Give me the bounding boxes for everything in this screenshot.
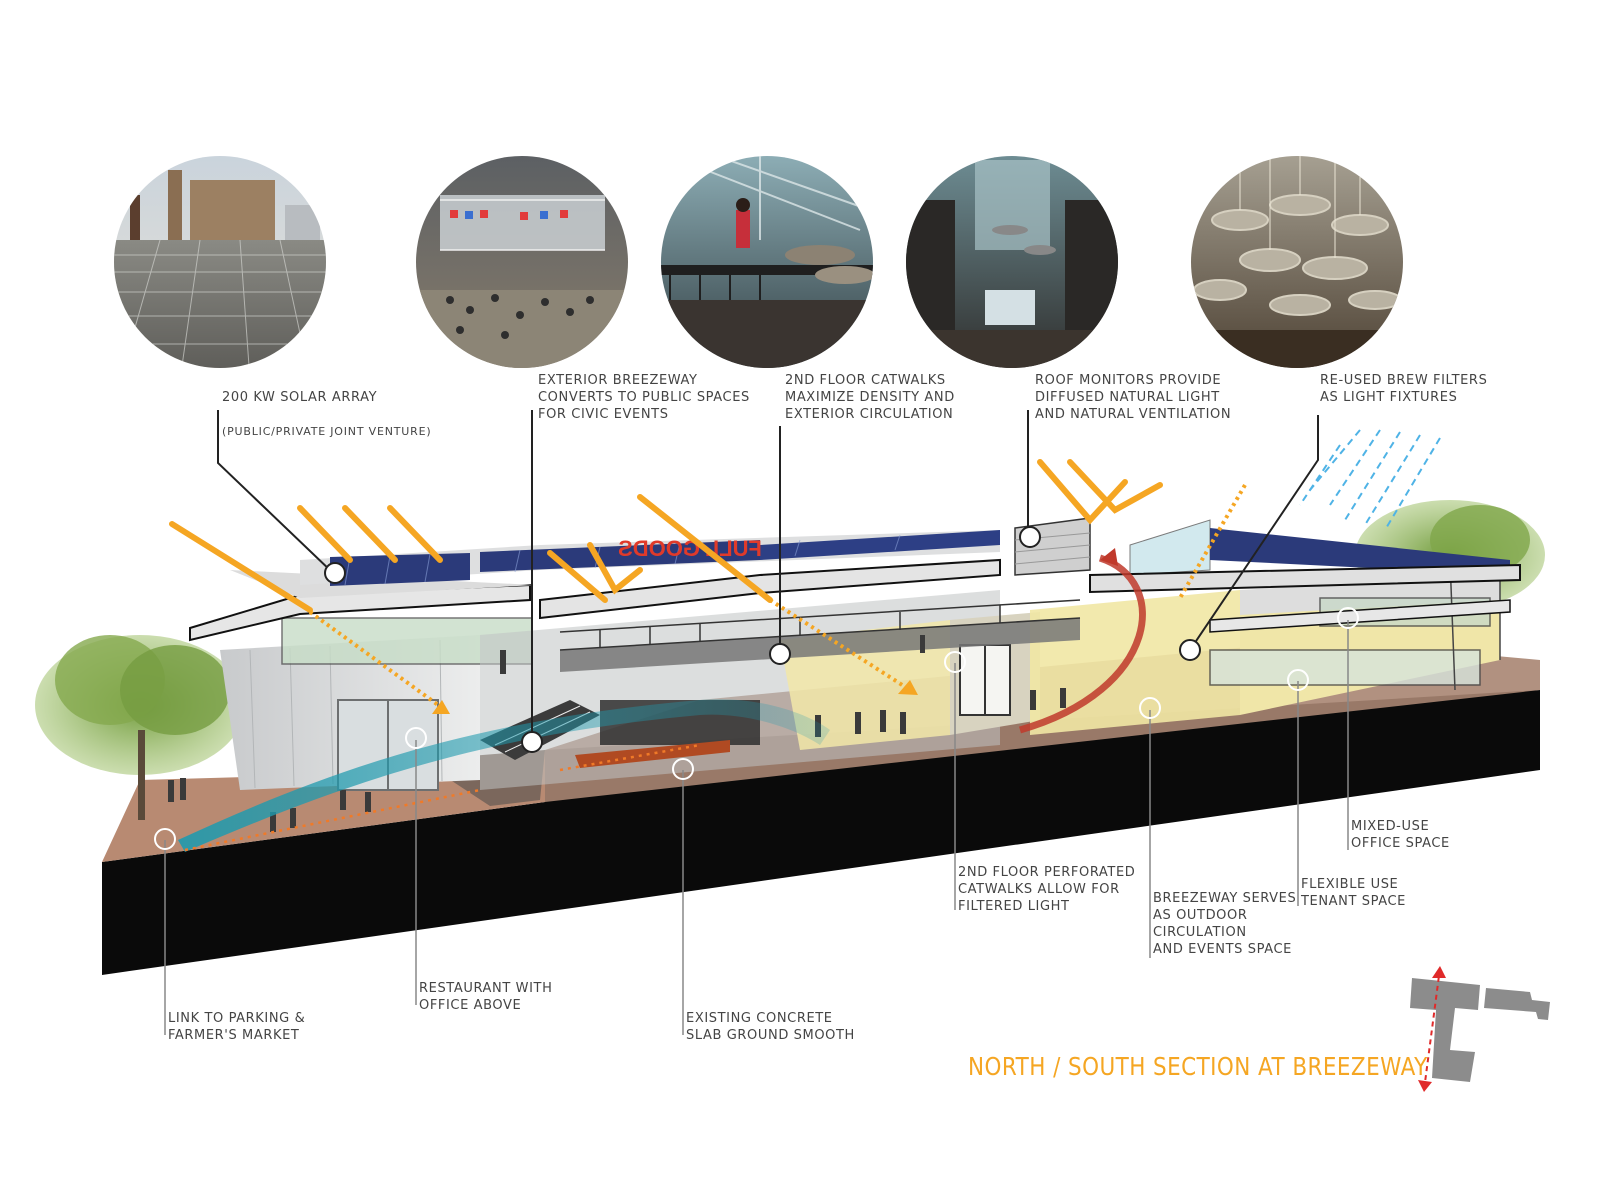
airflow-teal bbox=[178, 699, 830, 852]
callout-tenant-space: FLEXIBLE USE TENANT SPACE bbox=[1301, 877, 1406, 909]
callout-solar-array-subtitle: (PUBLIC/PRIVATE JOINT VENTURE) bbox=[222, 425, 432, 438]
rain bbox=[1299, 429, 1441, 531]
leader-lines-bottom bbox=[164, 620, 1349, 1035]
diagram-title: NORTH / SOUTH SECTION AT BREEZEWAY bbox=[968, 1052, 1428, 1081]
leader-lines-top bbox=[217, 410, 1319, 740]
sun-rays bbox=[169, 459, 1163, 613]
callout-parking-link: LINK TO PARKING & FARMER'S MARKET bbox=[168, 1011, 306, 1043]
callout-perforated-catwalks: 2ND FLOOR PERFORATED CATWALKS ALLOW FOR … bbox=[958, 865, 1136, 914]
leader-markers-bottom bbox=[154, 607, 1359, 850]
airflow-dotted bbox=[184, 743, 701, 852]
photo-brew-filters bbox=[1191, 156, 1403, 368]
callout-brew-filters: RE-USED BREW FILTERS AS LIGHT FIXTURES bbox=[1320, 373, 1488, 405]
photo-roof-monitors bbox=[906, 156, 1118, 368]
callout-solar-array-title: 200 KW SOLAR ARRAY bbox=[222, 390, 378, 405]
callout-catwalks: 2ND FLOOR CATWALKS MAXIMIZE DENSITY AND … bbox=[785, 373, 955, 422]
callout-roof-monitors: ROOF MONITORS PROVIDE DIFFUSED NATURAL L… bbox=[1035, 373, 1232, 422]
photo-solar-array bbox=[114, 156, 326, 368]
callout-concrete-slab: EXISTING CONCRETE SLAB GROUND SMOOTH bbox=[686, 1011, 855, 1043]
photo-catwalk bbox=[661, 156, 873, 368]
airflow-red bbox=[1019, 554, 1146, 734]
callout-exterior-breezeway: EXTERIOR BREEZEWAY CONVERTS TO PUBLIC SP… bbox=[538, 373, 750, 422]
photo-breezeway-events bbox=[416, 156, 628, 368]
leader-markers-top bbox=[324, 526, 1201, 753]
key-plan bbox=[1410, 966, 1550, 1092]
tree-left bbox=[35, 635, 245, 820]
sun-rays-dotted bbox=[308, 484, 1247, 712]
callout-solar-array: 200 KW SOLAR ARRAY (PUBLIC/PRIVATE JOINT… bbox=[222, 372, 431, 440]
callout-restaurant: RESTAURANT WITH OFFICE ABOVE bbox=[419, 981, 553, 1013]
callout-breezeway-circulation: BREEZEWAY SERVES AS OUTDOOR CIRCULATION … bbox=[1153, 891, 1297, 957]
callout-office-space: MIXED-USE OFFICE SPACE bbox=[1351, 819, 1450, 851]
